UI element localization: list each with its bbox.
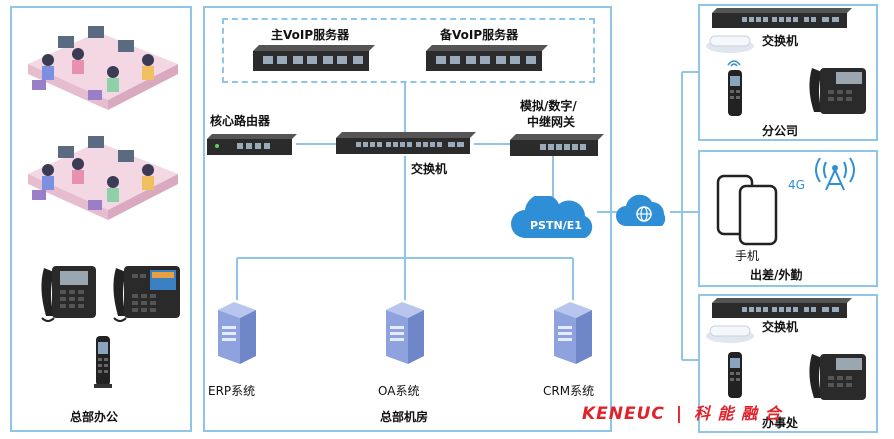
oa-label: OA系统	[378, 384, 420, 398]
network-4g-label: 4G	[788, 178, 805, 192]
office-switch-label: 交换机	[762, 320, 799, 334]
dect-handset-icon	[94, 336, 112, 388]
wireless-signal-icon	[727, 60, 741, 67]
brand-chinese: 科 能 融 合	[693, 404, 782, 423]
core-router-icon	[207, 134, 297, 155]
ip-phone-icon	[41, 266, 96, 322]
dect-handset-icon	[728, 70, 742, 116]
branch-switch-icon	[712, 8, 852, 28]
pstn-cloud-icon	[511, 196, 593, 238]
mobile-phone-icon	[716, 174, 778, 246]
core-switch-icon	[336, 132, 476, 154]
erp-label: ERP系统	[208, 384, 256, 398]
ip-phone-icon	[809, 354, 866, 400]
pstn-label: PSTN/E1	[530, 219, 582, 232]
4g-tower-icon	[815, 157, 855, 191]
ip-phone-icon	[809, 68, 866, 114]
datacenter-label: 总部机房	[380, 410, 429, 424]
internet-cloud-icon	[616, 194, 666, 226]
primary-voip-label: 主VoIP服务器	[271, 28, 350, 42]
office-workstations-icon	[28, 26, 178, 110]
oa-server-icon	[386, 302, 424, 364]
office-label: 办事处	[762, 416, 799, 430]
voip-server-group	[222, 18, 595, 83]
dect-base-station-icon	[706, 325, 754, 343]
dect-handset-icon	[728, 352, 742, 398]
mobile-phone-label: 手机	[735, 249, 760, 263]
crm-label: CRM系统	[543, 384, 595, 398]
core-switch-label: 交换机	[411, 162, 448, 176]
dect-base-station-icon	[706, 35, 754, 53]
ip-phone-color-icon	[113, 266, 180, 322]
branch-label: 分公司	[762, 124, 799, 138]
erp-server-icon	[218, 302, 256, 364]
brand-separator: |	[675, 404, 684, 424]
branch-switch-label: 交换机	[762, 34, 799, 48]
trunk-gateway-icon	[510, 134, 604, 156]
mobile-label: 出差/外勤	[750, 268, 803, 282]
brand-logo: KENEUC | 科 能 融 合	[582, 400, 782, 424]
office-workstations-icon	[28, 136, 178, 220]
primary-voip-server-icon	[253, 45, 375, 71]
crm-server-icon	[554, 302, 592, 364]
gateway-label-line1: 模拟/数字/	[520, 99, 577, 113]
hq-office-label: 总部办公	[70, 410, 119, 424]
gateway-label-line2: 中继网关	[527, 115, 576, 129]
backup-voip-label: 备VoIP服务器	[440, 28, 519, 42]
core-router-label: 核心路由器	[210, 114, 271, 128]
office-switch-icon	[712, 298, 852, 318]
backup-voip-server-icon	[426, 45, 548, 71]
brand-latin: KENEUC	[582, 404, 665, 424]
